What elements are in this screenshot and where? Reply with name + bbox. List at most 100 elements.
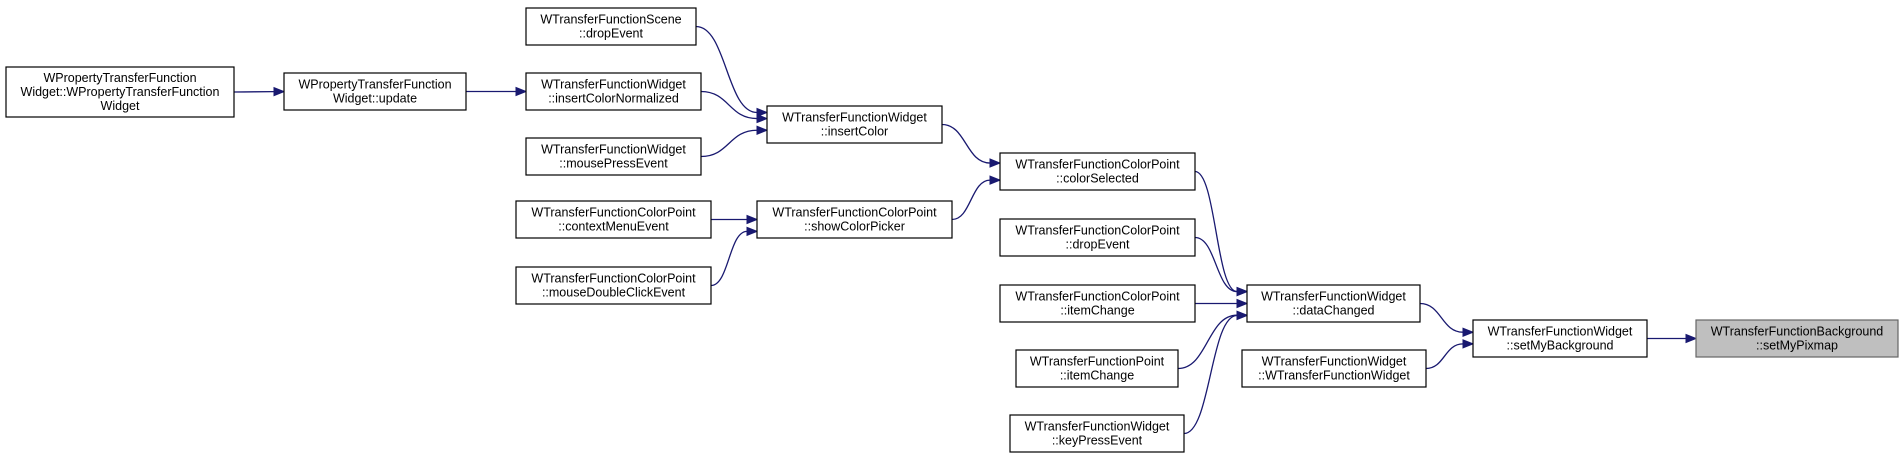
edge-line xyxy=(1194,170,1238,293)
edge-arrowhead xyxy=(756,113,769,124)
node-box xyxy=(515,266,712,305)
node-label-line: ::setMyBackground xyxy=(1507,339,1614,353)
edge-line xyxy=(1419,302,1464,333)
node-set-my-background[interactable]: WTransferFunctionWidget::setMyBackground xyxy=(1472,319,1648,358)
edge-line xyxy=(710,230,748,287)
node-label-line: ::contextMenuEvent xyxy=(558,220,669,234)
node-mouse-double-click-event[interactable]: WTransferFunctionColorPoint::mouseDouble… xyxy=(515,266,712,305)
node-label-line: ::dropEvent xyxy=(579,27,643,41)
node-label-line: ::setMyPixmap xyxy=(1756,339,1838,353)
node-data-changed[interactable]: WTransferFunctionWidget::dataChanged xyxy=(1246,284,1421,323)
node-mouse-press-event[interactable]: WTransferFunctionWidget::mousePressEvent xyxy=(525,137,702,176)
node-label-line: WTransferFunctionWidget xyxy=(1488,325,1633,339)
node-label-line: WTransferFunctionPoint xyxy=(1030,355,1165,369)
call-graph-edges xyxy=(233,25,1698,435)
edge-arrowhead xyxy=(273,86,286,97)
node-box xyxy=(515,200,712,239)
node-label-line: ::dataChanged xyxy=(1292,304,1374,318)
edge-mouse-press-event-to-insert-color xyxy=(700,125,769,158)
edge-line xyxy=(700,90,758,120)
edge-arrowhead xyxy=(1236,310,1249,321)
edge-show-color-picker-to-color-selected xyxy=(951,175,1002,221)
edge-context-menu-event-to-show-color-picker xyxy=(711,214,759,225)
node-label-line: WTransferFunctionWidget xyxy=(541,78,686,92)
node-label-line: Widget xyxy=(101,99,140,113)
node-label-line: ::keyPressEvent xyxy=(1052,434,1143,448)
node-box xyxy=(283,72,467,111)
node-box xyxy=(999,218,1196,257)
node-label-line: WTransferFunctionScene xyxy=(540,13,681,27)
edge-arrowhead xyxy=(1462,339,1475,349)
edge-line xyxy=(700,129,758,158)
edge-arrowhead xyxy=(989,158,1002,168)
node-label-line: ::insertColorNormalized xyxy=(548,92,679,106)
node-label-line: WTransferFunctionColorPoint xyxy=(772,206,937,220)
node-label-line: WTransferFunctionWidget xyxy=(782,111,927,125)
node-insert-color[interactable]: WTransferFunctionWidget::insertColor xyxy=(766,105,943,144)
edge-line xyxy=(951,179,991,221)
node-box xyxy=(525,7,697,46)
node-label-line: ::itemChange xyxy=(1060,369,1134,383)
node-box xyxy=(5,66,235,118)
edge-insert-color-to-color-selected xyxy=(941,123,1002,168)
node-cp-item-change[interactable]: WTransferFunctionColorPoint::itemChange xyxy=(999,284,1196,323)
node-label-line: ::mousePressEvent xyxy=(559,157,668,171)
edge-arrowhead xyxy=(515,86,528,97)
node-cp-drop-event[interactable]: WTransferFunctionColorPoint::dropEvent xyxy=(999,218,1196,257)
node-label-line: WTransferFunctionBackground xyxy=(1711,325,1884,339)
edge-arrowhead xyxy=(989,175,1002,185)
node-label-line: WTransferFunctionWidget xyxy=(541,143,686,157)
node-label-line: WTransferFunctionColorPoint xyxy=(1015,158,1180,172)
edge-line xyxy=(1177,314,1238,370)
node-label-line: ::showColorPicker xyxy=(804,220,905,234)
node-insert-color-normalized[interactable]: WTransferFunctionWidget::insertColorNorm… xyxy=(525,72,702,111)
edge-set-my-background-to-set-my-pixmap xyxy=(1647,333,1698,344)
edge-arrowhead xyxy=(1462,327,1475,337)
node-label-line: WTransferFunctionColorPoint xyxy=(531,272,696,286)
edge-arrowhead xyxy=(1685,333,1698,344)
node-label-line: ::colorSelected xyxy=(1056,172,1139,186)
edge-ctor-widget-to-set-my-background xyxy=(1425,339,1475,370)
node-p-item-change[interactable]: WTransferFunctionPoint::itemChange xyxy=(1015,349,1179,388)
node-label-line: WTransferFunctionColorPoint xyxy=(1015,224,1180,238)
node-box xyxy=(1246,284,1421,323)
node-scene-drop-event[interactable]: WTransferFunctionScene::dropEvent xyxy=(525,7,697,46)
node-set-my-pixmap: WTransferFunctionBackground::setMyPixmap xyxy=(1695,319,1899,358)
node-key-press-event[interactable]: WTransferFunctionWidget::keyPressEvent xyxy=(1009,414,1185,453)
node-label-line: Widget::WPropertyTransferFunction xyxy=(21,85,220,99)
node-color-selected[interactable]: WTransferFunctionColorPoint::colorSelect… xyxy=(999,152,1196,191)
edge-insert-color-normalized-to-insert-color xyxy=(700,90,769,124)
edge-data-changed-to-set-my-background xyxy=(1419,302,1475,337)
edge-cp-drop-event-to-data-changed xyxy=(1194,236,1249,297)
node-label-line: WTransferFunctionWidget xyxy=(1262,355,1407,369)
node-ctor-widget[interactable]: WTransferFunctionWidget::WTransferFuncti… xyxy=(1241,349,1427,388)
node-label-line: WTransferFunctionColorPoint xyxy=(531,206,696,220)
edge-arrowhead xyxy=(746,226,759,237)
node-label-line: ::WTransferFunctionWidget xyxy=(1258,369,1410,383)
edge-arrowhead xyxy=(1236,286,1249,297)
edge-arrowhead xyxy=(756,125,769,135)
node-box xyxy=(1695,319,1899,358)
node-show-color-picker[interactable]: WTransferFunctionColorPoint::showColorPi… xyxy=(756,200,953,239)
call-graph-nodes: WTransferFunctionBackground::setMyPixmap… xyxy=(5,7,1899,453)
node-label-line: WTransferFunctionWidget xyxy=(1025,420,1170,434)
node-label-line: ::mouseDoubleClickEvent xyxy=(542,286,686,300)
node-box xyxy=(1015,349,1179,388)
node-context-menu-event[interactable]: WTransferFunctionColorPoint::contextMenu… xyxy=(515,200,712,239)
node-box xyxy=(756,200,953,239)
node-label-line: ::itemChange xyxy=(1060,304,1134,318)
edge-line xyxy=(1194,236,1238,293)
node-box xyxy=(999,284,1196,323)
edge-cp-item-change-to-data-changed xyxy=(1194,298,1249,309)
edge-key-press-event-to-data-changed xyxy=(1183,310,1249,435)
edge-line xyxy=(695,25,758,114)
node-box xyxy=(1009,414,1185,453)
edge-arrowhead xyxy=(746,214,759,225)
node-label-line: ::dropEvent xyxy=(1066,238,1130,252)
node-prop-ctor[interactable]: WPropertyTransferFunctionWidget::WProper… xyxy=(5,66,235,118)
edge-line xyxy=(1425,343,1464,370)
node-label-line: WTransferFunctionColorPoint xyxy=(1015,290,1180,304)
edge-arrowhead xyxy=(756,107,769,118)
